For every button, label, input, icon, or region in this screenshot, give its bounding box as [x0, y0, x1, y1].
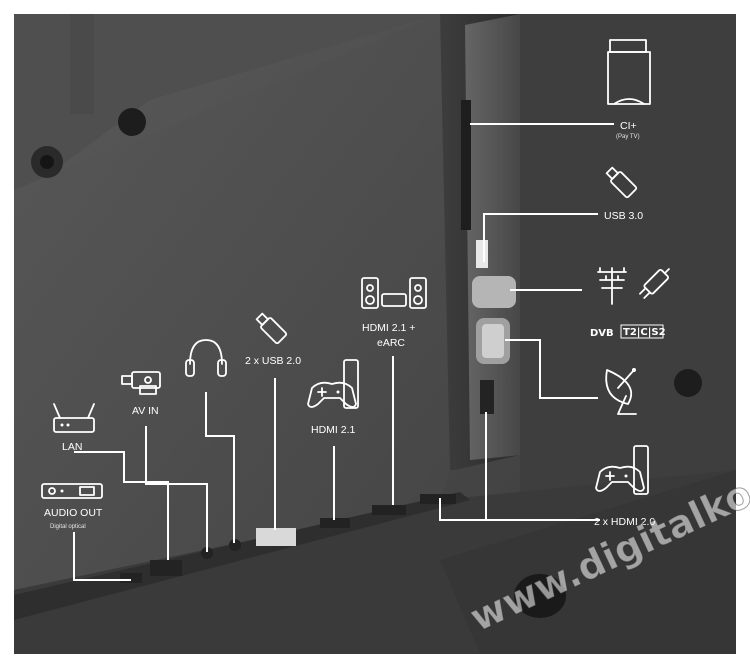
upper-housing: [14, 14, 440, 200]
gamepad-icon: [307, 359, 359, 409]
av-port: [201, 547, 213, 559]
lan-port: [150, 560, 182, 576]
antenna-connector: [472, 276, 516, 308]
satellite-connector-thread: [482, 324, 504, 358]
audio-out-sub-label: Digital optical: [50, 524, 86, 530]
dvb-label: DVB: [590, 328, 614, 339]
usb-stick-icon: [605, 166, 638, 199]
mount-hole: [674, 369, 702, 397]
ci-label: CI+: [620, 120, 637, 132]
ci-card-icon: [607, 39, 651, 105]
optical-port-icon: [41, 483, 103, 499]
ci-sub-label: (Pay TV): [616, 134, 640, 140]
dvb-systems: T2|C|S2: [623, 327, 666, 338]
usb2-ports: [256, 528, 296, 546]
hdmi21-port: [320, 518, 350, 528]
antenna-icon: [597, 267, 627, 305]
lan-label: LAN: [62, 441, 82, 453]
hdmi20-port: [420, 494, 456, 504]
hdmi21-earc-label-line1: HDMI 2.1 +: [362, 322, 415, 334]
stand-foot: [440, 470, 736, 654]
speakers-icon: [361, 277, 427, 309]
cable-connector-icon: [639, 268, 670, 299]
mount-hole: [118, 108, 146, 136]
gamepad-icon: [595, 445, 649, 495]
hdmi21-earc-label-line2: eARC: [377, 337, 405, 349]
hdmi21-earc-port: [372, 505, 406, 515]
hdmi21-label: HDMI 2.1: [311, 424, 356, 436]
router-icon: [53, 403, 95, 433]
usb-stick-icon: [255, 312, 288, 345]
headphones-icon: [185, 339, 227, 377]
hdmi20-label: 2 x HDMI 2.0: [594, 516, 655, 528]
bottom-strip: [14, 492, 470, 620]
camcorder-icon: [121, 371, 161, 395]
headphone-port: [229, 539, 241, 551]
mount-screw-inner: [40, 155, 54, 169]
callout-lines: [73, 123, 614, 581]
ci-slot: [461, 100, 471, 230]
satellite-dish-icon: [605, 368, 637, 415]
usb3-label: USB 3.0: [604, 210, 643, 222]
usb2-label: 2 x USB 2.0: [245, 355, 301, 367]
stand-hole: [514, 574, 566, 618]
back-panel: [14, 14, 450, 590]
dvb-logo: DVB T2|C|S2: [590, 324, 666, 339]
optical-port: [120, 573, 142, 583]
bracket: [70, 14, 94, 114]
av-in-label: AV IN: [132, 405, 159, 417]
audio-out-label: AUDIO OUT: [44, 507, 103, 519]
usb3-port: [476, 240, 488, 268]
hdmi-side-port: [480, 380, 494, 414]
